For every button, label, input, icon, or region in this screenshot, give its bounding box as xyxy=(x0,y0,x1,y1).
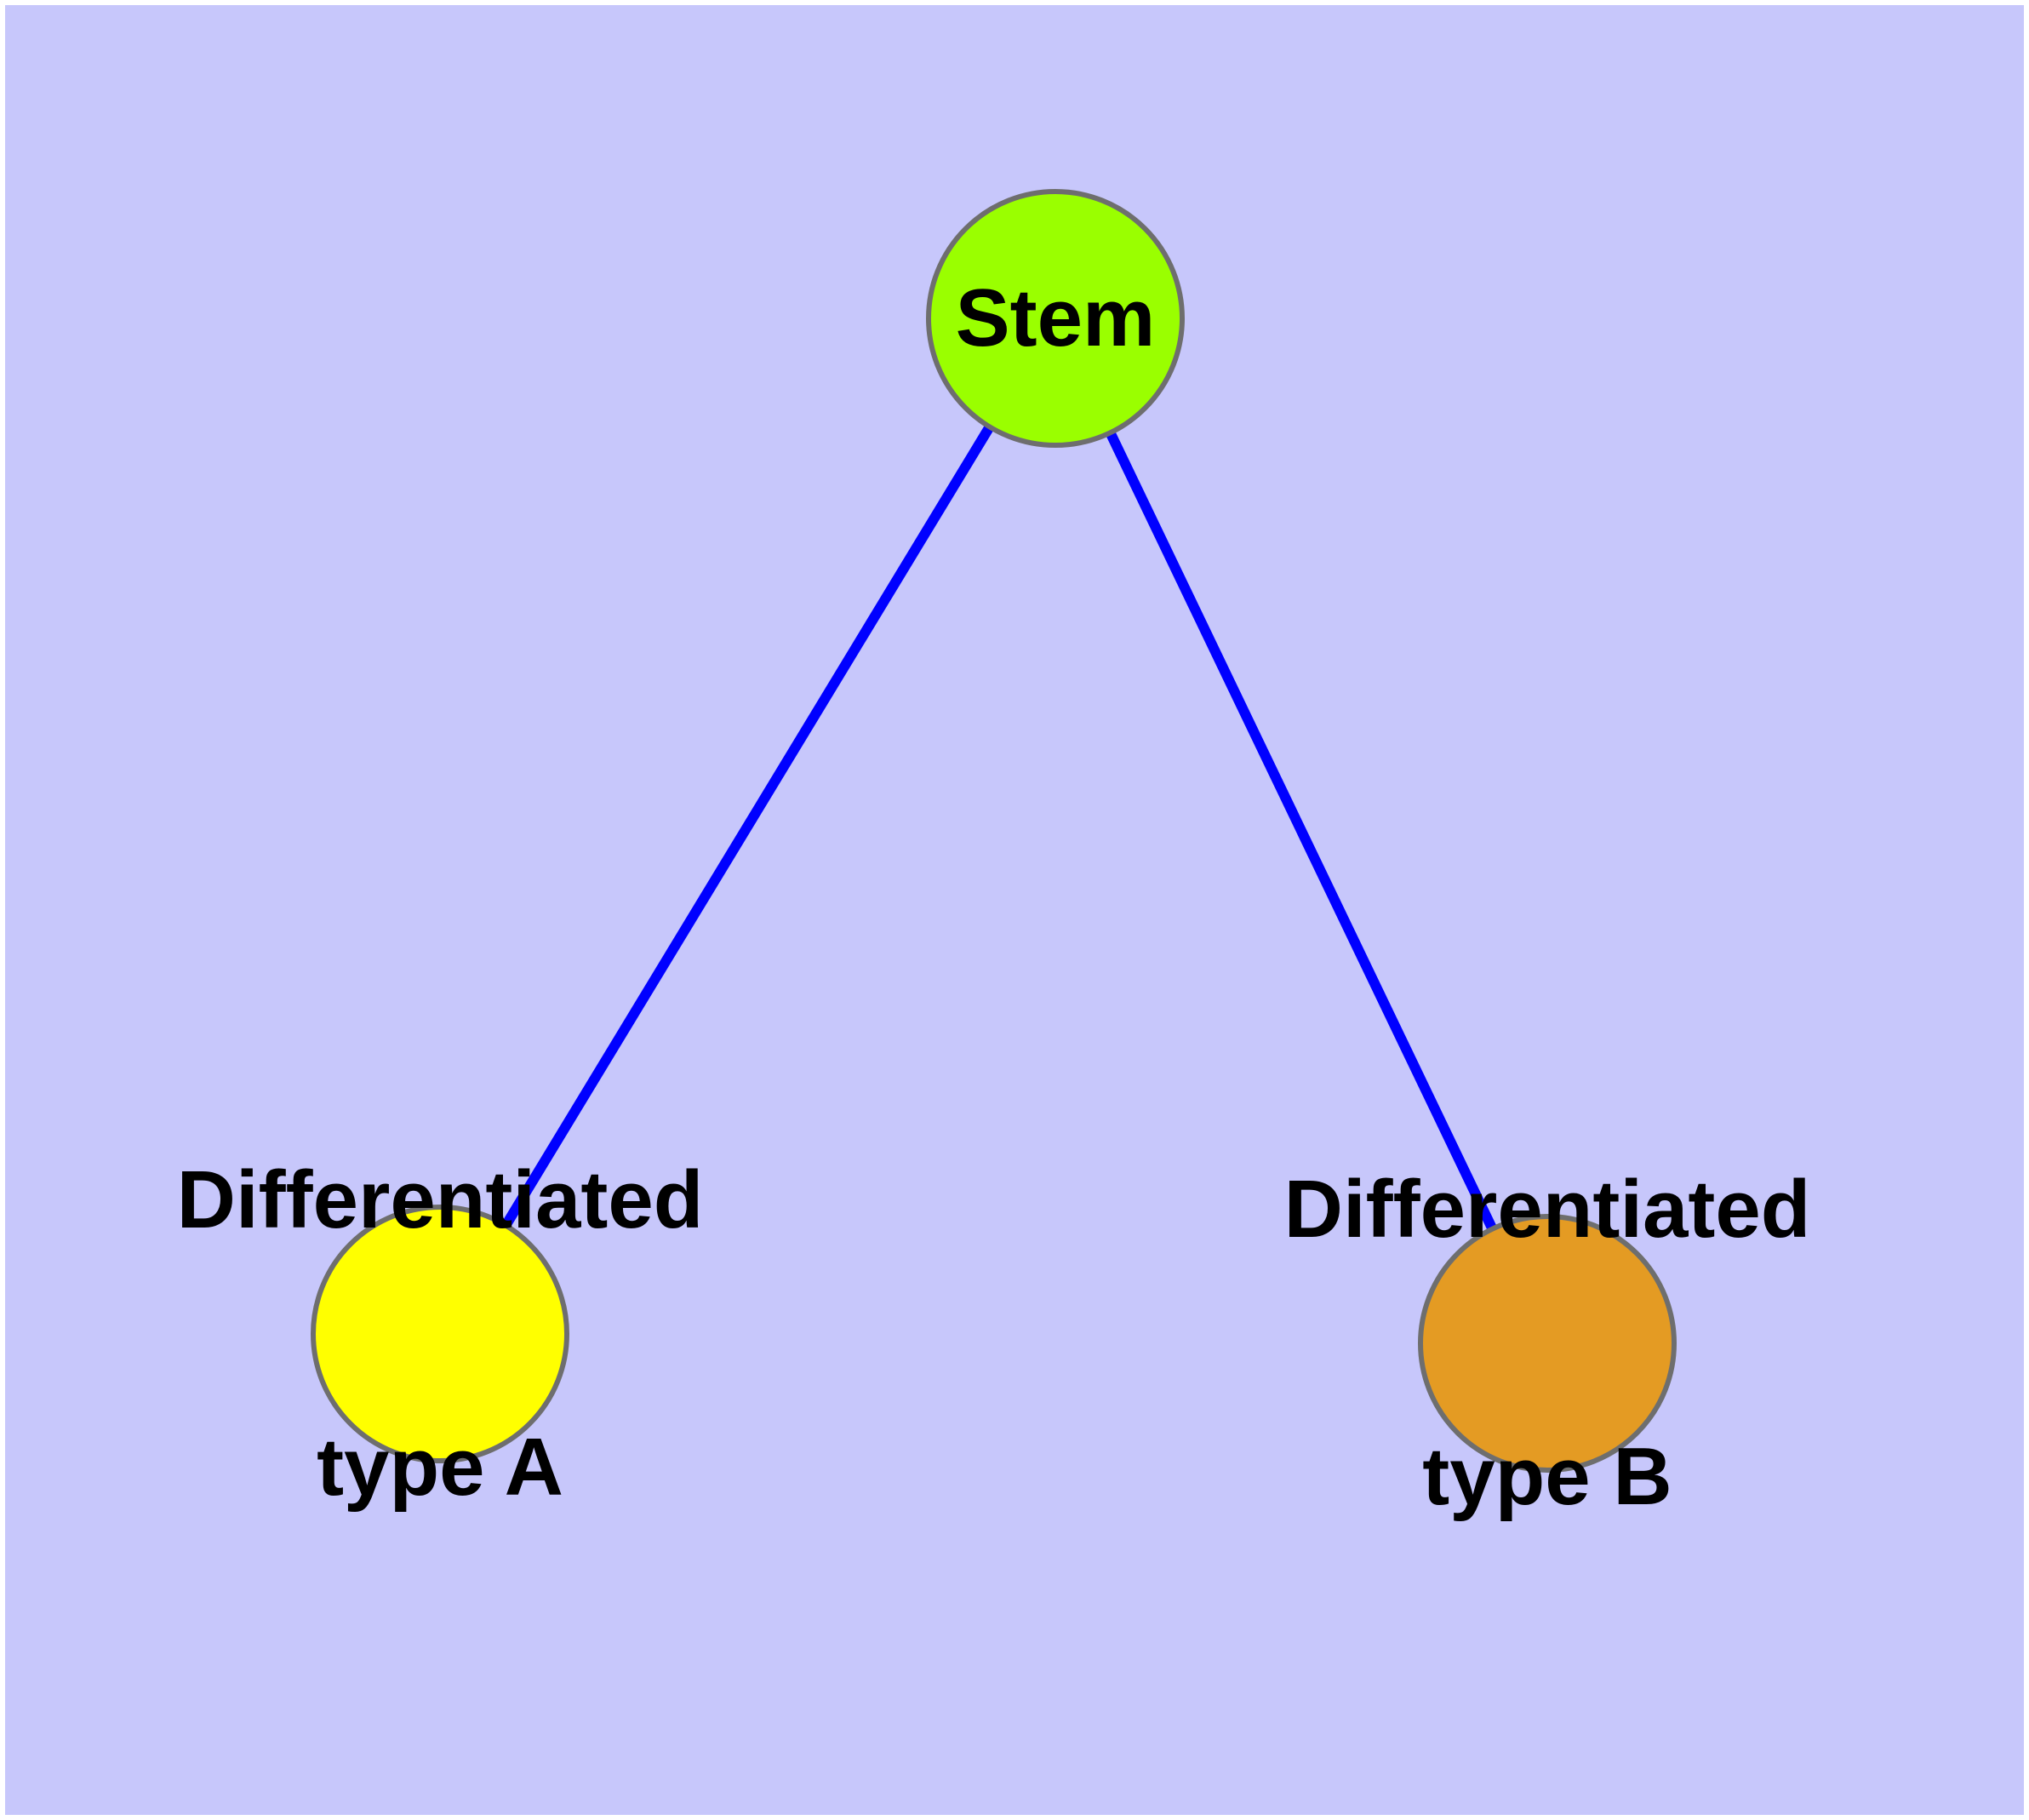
node-stem[interactable] xyxy=(926,189,1185,448)
node-layer xyxy=(311,189,1677,1473)
node-differentiated-type-b[interactable] xyxy=(1418,1214,1677,1473)
edge-stem-to-differentiated-a xyxy=(435,315,1060,1337)
edge-layer xyxy=(435,315,1552,1346)
node-differentiated-type-a[interactable] xyxy=(311,1205,569,1463)
edge-stem-to-differentiated-b xyxy=(1050,316,1552,1346)
